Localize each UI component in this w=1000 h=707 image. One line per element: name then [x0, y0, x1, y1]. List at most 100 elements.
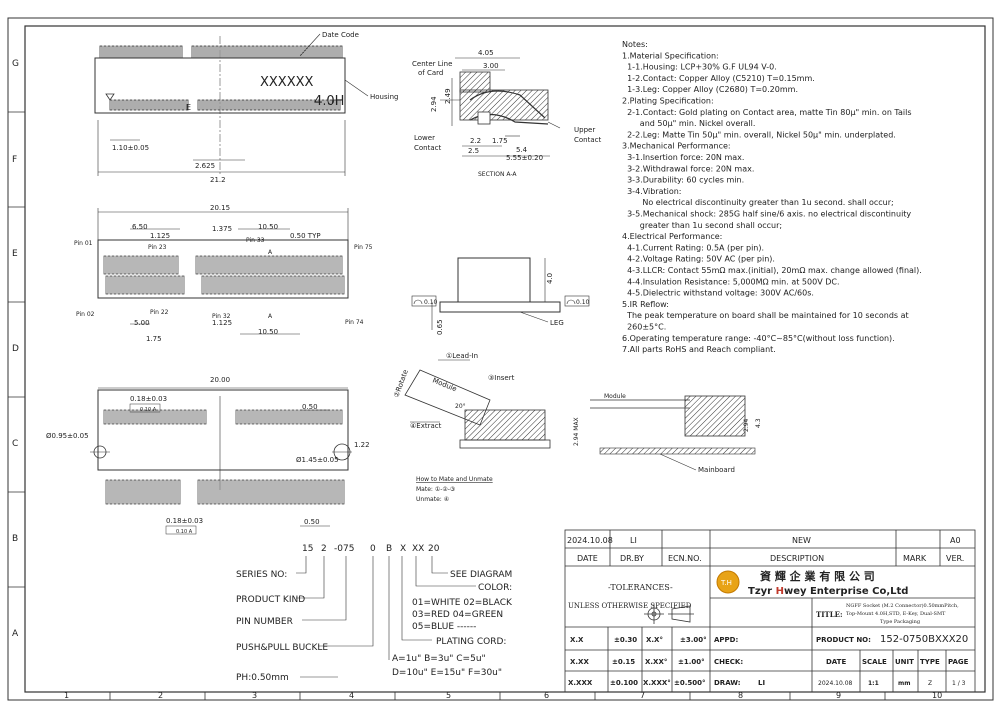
connector-pin [251, 255, 255, 275]
pcb-tol: 0.10 A [176, 529, 193, 535]
connector-pin [239, 409, 243, 425]
footer-header: UNIT [895, 658, 914, 666]
tol-cell: X.XXX° [643, 679, 671, 687]
pn-kind-label: PRODUCT KIND [236, 595, 305, 605]
mated-dim: 2.94 MAX [573, 417, 580, 446]
connector-pin [307, 45, 311, 59]
top-view-bottom-pins [109, 99, 341, 111]
connector-pin [257, 275, 261, 295]
note-line: 4.Electrical Performance: [622, 232, 722, 241]
pcb-dim: 0.50 [302, 403, 318, 411]
connector-pin [171, 409, 175, 425]
connector-pin [317, 479, 321, 505]
connector-pin [257, 99, 261, 111]
connector-pin [213, 99, 217, 111]
connector-pin [265, 479, 269, 505]
connector-pin [159, 45, 163, 59]
header-ecn: ECN.NO. [668, 554, 702, 563]
connector-pin [201, 99, 205, 111]
note-line: 2.Plating Specification: [622, 97, 714, 106]
connector-pin [165, 479, 169, 505]
connector-pin [117, 479, 121, 505]
connector-pin [255, 45, 259, 59]
connector-pin [133, 479, 137, 505]
connector-pin [109, 275, 113, 295]
pn-segment: 2 [321, 544, 327, 554]
pn-segment: 15 [302, 544, 313, 554]
connector-pin [303, 45, 307, 59]
connector-pin [255, 255, 259, 275]
connector-pin [311, 45, 315, 59]
note-line: 2-1.Contact: Gold plating on Contact are… [622, 108, 912, 117]
header-date: DATE [577, 554, 598, 563]
connector-pin [117, 275, 121, 295]
pin-label: Pin 23 [148, 244, 167, 251]
connector-pin [333, 479, 337, 505]
upper-contact-label: Upper [574, 126, 595, 134]
connector-pin [235, 45, 239, 59]
connector-pin [255, 409, 259, 425]
connector-pin [295, 45, 299, 59]
footer-value: mm [898, 680, 911, 687]
connector-pin [313, 275, 317, 295]
connector-pin [307, 409, 311, 425]
connector-pin [103, 255, 107, 275]
frame-number: 6 [544, 691, 549, 700]
pn-color-row: 01=WHITE 02=BLACK [412, 598, 513, 608]
connector-pin [139, 409, 143, 425]
connector-pin [309, 275, 313, 295]
connector-pin [115, 409, 119, 425]
company-logo-text: T.H [720, 579, 732, 587]
connector-pin [241, 99, 245, 111]
connector-pin [287, 409, 291, 425]
tol-cell: X.X° [646, 636, 663, 644]
connector-pin [205, 479, 209, 505]
note-line: 4-4.Insulation Resistance: 5,000MΩ min. … [622, 277, 840, 286]
connector-pin [281, 275, 285, 295]
leg-label: LEG [550, 319, 564, 327]
connector-pin [175, 255, 179, 275]
connector-pin [135, 255, 139, 275]
connector-pin [135, 45, 139, 59]
connector-pin [169, 479, 173, 505]
flatness-tol: 0.10 [424, 299, 438, 306]
connector-pin [233, 275, 237, 295]
tol-cell: X.XX° [645, 658, 667, 666]
connector-pin [237, 275, 241, 295]
pcb-dim: 0.18±0.03 [166, 517, 203, 525]
connector-pin [243, 255, 247, 275]
connector-pin [271, 409, 275, 425]
connector-pin [227, 255, 231, 275]
pcb-dim: 1.22 [354, 441, 370, 449]
connector-pin [171, 255, 175, 275]
tol-cell: ±3.00° [680, 636, 707, 644]
connector-pin [329, 99, 333, 111]
company-name-en: wey Enterprise Co,Ltd [784, 586, 909, 597]
connector-pin [169, 99, 173, 111]
pn-buckle-label: PUSH&PULL BUCKLE [236, 643, 328, 653]
connector-pin [173, 99, 177, 111]
connector-pin [275, 255, 279, 275]
frame-letter: G [12, 59, 19, 69]
connector-pin [215, 255, 219, 275]
frame-ticks [8, 111, 886, 700]
connector-pin [175, 45, 179, 59]
note-line: 260±5°C. [622, 323, 666, 332]
tol-cell: ±0.500° [674, 679, 706, 687]
connector-pin [319, 409, 323, 425]
connector-pin [143, 255, 147, 275]
frame-letter: E [12, 249, 18, 259]
section-dim: 3.00 [483, 62, 499, 70]
connector-pin [291, 409, 295, 425]
mating-view: Module ①Lead-In ②Rotate ③Insert ④Extract… [392, 352, 551, 503]
connector-pin [231, 45, 235, 59]
connector-pin [195, 255, 199, 275]
connector-pin [145, 275, 149, 295]
connector-pin [217, 99, 221, 111]
pin-label: Pin 32 [212, 313, 231, 320]
connector-pin [207, 45, 211, 59]
dim-width-label: 21.2 [210, 176, 226, 184]
part-number-decoder: 15 2 -075 0 B X XX 20 SERIES NO: PRODUCT… [236, 544, 513, 683]
svg-text:Tzyr Hwey Enterprise Co,Ltd: Tzyr Hwey Enterprise Co,Ltd [748, 586, 908, 597]
connector-pin [267, 255, 271, 275]
